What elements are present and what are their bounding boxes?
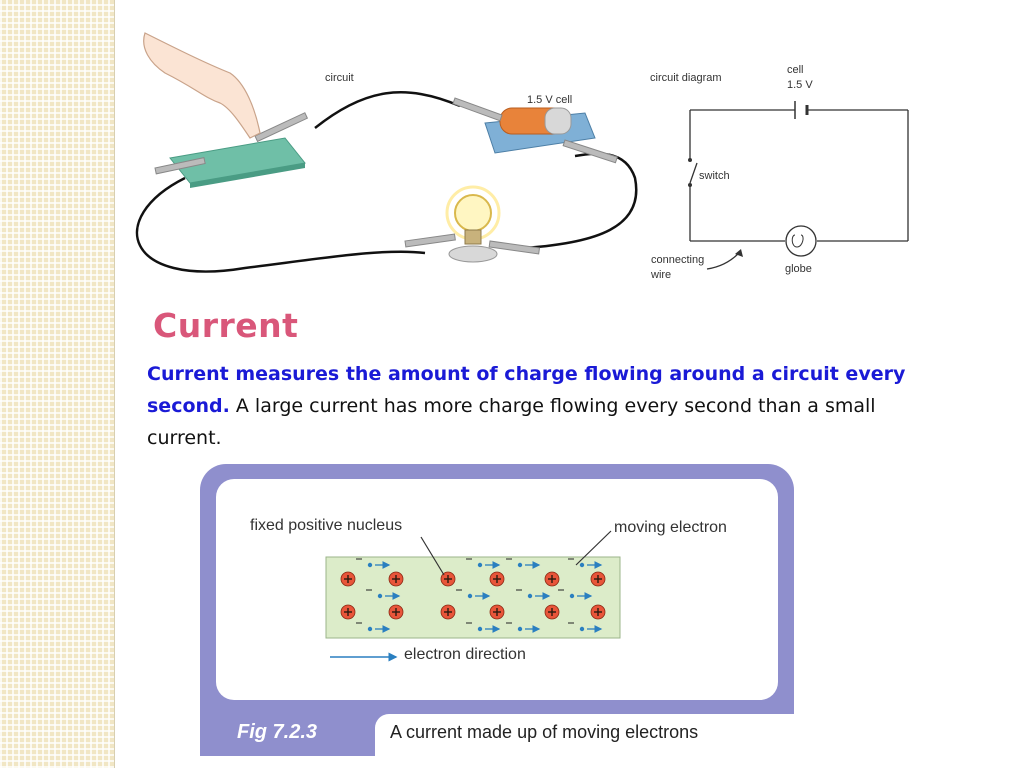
figure-caption: A current made up of moving electrons xyxy=(390,722,699,742)
positive-nucleus xyxy=(340,571,356,587)
moving-electron xyxy=(558,589,593,600)
moving-electron xyxy=(506,622,541,633)
positive-nucleus xyxy=(590,604,606,620)
moving-electron xyxy=(356,622,391,633)
diagram-globe-label: globe xyxy=(785,263,812,275)
positive-nucleus xyxy=(544,571,560,587)
electron-flow-diagram xyxy=(325,530,621,662)
caption-panel xyxy=(375,714,794,756)
conductor-wire xyxy=(325,556,621,639)
direction-label: electron direction xyxy=(404,646,526,663)
moving-electron xyxy=(456,589,491,600)
moving-electron xyxy=(506,558,541,569)
electron-pointer-line xyxy=(575,530,612,566)
diagram-cell-label: cell xyxy=(787,64,804,76)
diagram-wire-label-line1: connecting xyxy=(651,254,705,266)
positive-nucleus xyxy=(388,571,404,587)
moving-electron xyxy=(516,589,551,600)
positive-nucleus xyxy=(440,604,456,620)
definition-paragraph: Current measures the amount of charge fl… xyxy=(147,358,947,454)
circuit-photo xyxy=(135,32,638,273)
positive-nucleus xyxy=(544,604,560,620)
figure-number: Fig 7.2.3 xyxy=(237,721,318,743)
photo-circuit-label: circuit xyxy=(325,72,354,84)
photo-cell-label: 1.5 V cell xyxy=(527,94,573,106)
nuclei-group xyxy=(340,571,606,620)
positive-nucleus xyxy=(590,571,606,587)
moving-electron xyxy=(568,558,603,569)
circuit-schematic xyxy=(688,101,909,270)
section-heading: Current xyxy=(153,306,299,345)
moving-electron xyxy=(466,622,501,633)
side-strip-border xyxy=(114,0,115,768)
electrons-group xyxy=(356,558,603,633)
nucleus-pointer-line xyxy=(420,536,445,576)
electron-label: moving electron xyxy=(614,519,727,536)
positive-nucleus xyxy=(440,571,456,587)
definition-emphasis: Current measures the amount of charge fl… xyxy=(147,363,906,417)
moving-electron xyxy=(466,558,501,569)
moving-electron xyxy=(568,622,603,633)
positive-nucleus xyxy=(489,571,505,587)
positive-nucleus xyxy=(388,604,404,620)
decorative-side-strip xyxy=(0,0,114,768)
diagram-wire-label-line2: wire xyxy=(651,269,672,281)
diagram-voltage-label: 1.5 V xyxy=(787,79,813,91)
definition-rest: A large current has more charge flowing … xyxy=(147,395,876,449)
nucleus-label: fixed positive nucleus xyxy=(250,517,403,534)
positive-nucleus xyxy=(340,604,356,620)
positive-nucleus xyxy=(489,604,505,620)
diagram-title: circuit diagram xyxy=(650,72,722,84)
diagram-switch-label: switch xyxy=(699,170,730,182)
moving-electron xyxy=(356,558,391,569)
moving-electron xyxy=(366,589,401,600)
